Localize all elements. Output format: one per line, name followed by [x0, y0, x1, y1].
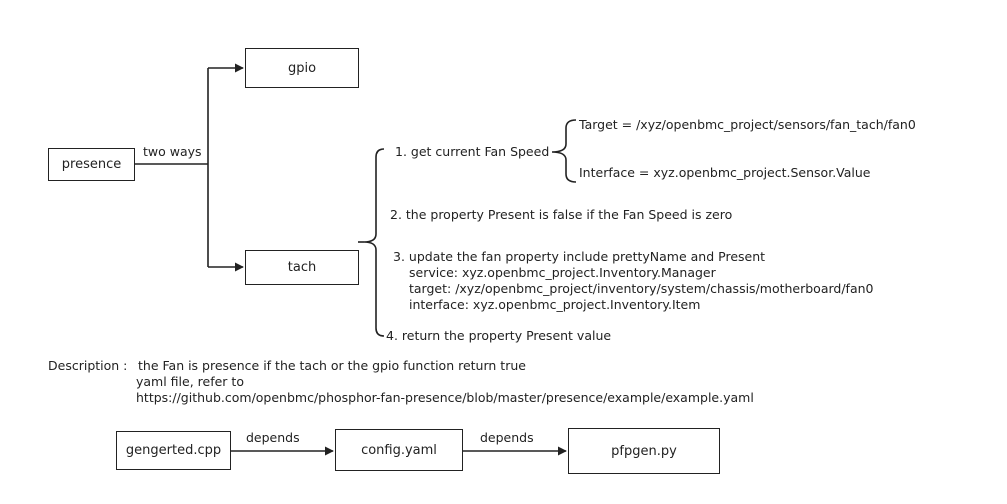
step-1-interface: Interface = xyz.openbmc_project.Sensor.V…: [579, 165, 871, 180]
node-config: config.yaml: [335, 429, 463, 471]
description-line-2: yaml file, refer to: [136, 374, 244, 389]
edge-label-depends-1: depends: [246, 430, 300, 445]
step-4: 4. return the property Present value: [386, 328, 612, 343]
step-1-target: Target = /xyz/openbmc_project/sensors/fa…: [579, 117, 916, 132]
small-brace: [551, 119, 577, 183]
step-3-target: target: /xyz/openbmc_project/inventory/s…: [409, 281, 874, 296]
node-gengerted: gengerted.cpp: [116, 431, 231, 470]
edge-label-two-ways: two ways: [143, 144, 202, 159]
node-presence: presence: [48, 148, 135, 181]
step-3: 3. update the fan property include prett…: [393, 249, 766, 264]
description-line-1: the Fan is presence if the tach or the g…: [138, 358, 526, 373]
edge-label-depends-2: depends: [480, 430, 534, 445]
description-line-3: https://github.com/openbmc/phosphor-fan-…: [136, 390, 754, 405]
step-2: 2. the property Present is false if the …: [390, 207, 733, 222]
description-label: Description :: [48, 358, 128, 373]
node-pfpgen: pfpgen.py: [568, 428, 720, 474]
node-gpio: gpio: [245, 48, 359, 88]
step-3-service: service: xyz.openbmc_project.Inventory.M…: [409, 265, 716, 280]
step-1: 1. get current Fan Speed: [395, 144, 550, 159]
node-tach: tach: [245, 250, 359, 285]
step-3-interface: interface: xyz.openbmc_project.Inventory…: [409, 297, 701, 312]
big-brace: [363, 148, 385, 337]
